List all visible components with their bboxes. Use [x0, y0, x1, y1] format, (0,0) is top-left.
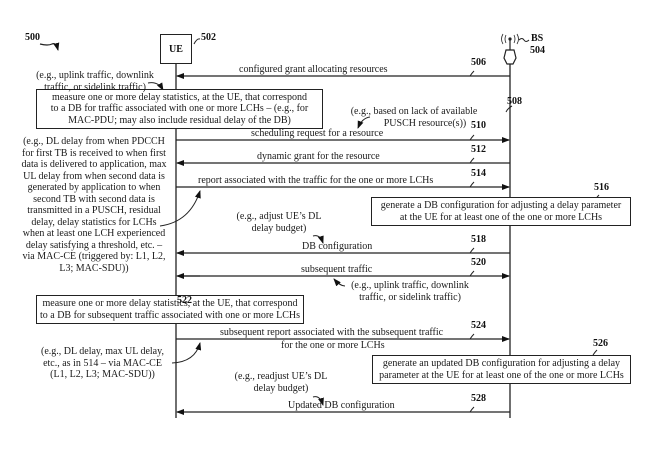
annotation-line: (e.g., uplink traffic, downlink: [36, 70, 154, 81]
process-box-516-line2: at the UE for at least one of the one or…: [399, 211, 603, 223]
message-ref-512: 512: [471, 144, 486, 155]
annotation-line: (e.g., based on lack of available: [350, 106, 478, 117]
figure-number: 500: [25, 32, 40, 43]
annotation-traffic-top: (e.g., uplink traffic, downlink traffic,…: [30, 70, 160, 93]
process-ref-526: 526: [593, 338, 608, 349]
process-box-516: generate a DB configuration for adjustin…: [371, 197, 631, 226]
annotation-line: delay, delay statistics for LCHs: [31, 216, 157, 228]
annotation-line: UL delay from when second data is: [23, 170, 165, 182]
annotation-report-detail: (e.g., DL delay from when PDCCH for firs…: [14, 136, 174, 274]
process-box-526: generate an updated DB configuration for…: [372, 355, 631, 384]
process-box-522-line1: measure one or more delay statistics, at…: [42, 298, 298, 309]
message-ref-528: 528: [471, 393, 486, 404]
ue-ref: 502: [201, 32, 216, 43]
process-box-516-line1: generate a DB configuration for adjustin…: [380, 200, 622, 211]
message-label-510: scheduling request for a resource: [251, 128, 384, 139]
message-ref-524: 524: [471, 320, 486, 331]
process-box-508-line1: measure one or more delay statistics, at…: [52, 91, 307, 103]
annotation-line: via MAC-CE (triggered by: L1, L2,: [22, 251, 166, 262]
annotation-line: transmitted in a PUSCH, residual: [27, 205, 161, 216]
process-box-508-line2: to a DB for traffic associated with one …: [50, 103, 309, 115]
process-box-522: measure one or more delay statistics, at…: [36, 295, 304, 324]
annotation-line: (e.g., DL delay from when PDCCH: [23, 136, 165, 147]
process-ref-516: 516: [594, 182, 609, 193]
annotation-adjust-db: (e.g., adjust UE’s DL delay budget): [224, 211, 334, 234]
message-ref-510: 510: [471, 120, 486, 131]
process-box-526-line2: parameter at the UE for at least one of …: [379, 369, 624, 381]
message-label-524-line1: subsequent report associated with the su…: [220, 327, 444, 338]
message-label-520: subsequent traffic: [301, 264, 373, 275]
message-ref-514: 514: [471, 168, 486, 179]
ue-label: UE: [169, 43, 183, 55]
bs-label: BS: [531, 33, 544, 44]
process-box-508-line3: MAC-PDU; may also include residual delay…: [68, 114, 291, 126]
message-label-524-line2: for the one or more LCHs: [281, 340, 385, 351]
annotation-line: when at least one LCH experienced: [22, 228, 166, 239]
annotation-line: for first TB is received to when first: [22, 147, 166, 159]
message-label-514: report associated with the traffic for t…: [198, 175, 434, 186]
annotation-line: generated by application to when: [27, 182, 161, 193]
annotation-line: data is delivered to application, max: [21, 159, 167, 170]
process-box-508: measure one or more delay statistics, at…: [36, 89, 323, 129]
annotation-line: (e.g., DL delay, max UL delay,: [41, 346, 164, 357]
annotation-line: traffic, or sidelink traffic): [44, 81, 146, 93]
annotation-line: delay budget): [251, 222, 307, 234]
annotation-line: (e.g., adjust UE’s DL: [236, 211, 322, 222]
message-ref-506: 506: [471, 57, 486, 68]
annotation-subsequent-report-detail: (e.g., DL delay, max UL delay, etc., as …: [30, 346, 175, 381]
antenna-icon: [501, 33, 530, 65]
annotation-line: (L1, L2, L3; MAC-SDU)): [50, 369, 155, 380]
annotation-line: PUSCH resource(s)): [383, 117, 467, 129]
annotation-line: delay budget): [253, 382, 309, 394]
annotation-pusch: (e.g., based on lack of available PUSCH …: [344, 106, 484, 129]
message-ref-518: 518: [471, 234, 486, 245]
annotation-line: etc., as in 514 – via MAC-CE: [43, 357, 162, 369]
message-label-512: dynamic grant for the resource: [257, 151, 380, 162]
message-label-506: configured grant allocating resources: [239, 64, 388, 75]
figure-pointer-arrow: [39, 42, 60, 51]
process-ref-508: 508: [507, 96, 522, 107]
message-label-528: Updated DB configuration: [288, 400, 395, 411]
annotation-line: (e.g., uplink traffic, downlink: [351, 280, 469, 291]
process-ref-522: 522: [177, 295, 192, 306]
process-box-522-line2: to a DB for subsequent traffic associate…: [39, 309, 301, 321]
annotation-line: traffic, or sidelink traffic): [359, 291, 461, 303]
annotation-line: (e.g., readjust UE’s DL: [234, 371, 328, 382]
annotation-line: L3; MAC-SDU)): [59, 262, 129, 274]
message-ref-520: 520: [471, 257, 486, 268]
annotation-readjust-db: (e.g., readjust UE’s DL delay budget): [226, 371, 336, 394]
ue-entity: UE: [160, 34, 192, 64]
annotation-line: delay satisfying a threshold, etc. –: [25, 239, 163, 251]
bs-ref: 504: [530, 45, 545, 56]
process-box-526-line1: generate an updated DB configuration for…: [382, 358, 621, 369]
message-label-518: DB configuration: [302, 241, 373, 252]
annotation-traffic-sub: (e.g., uplink traffic, downlink traffic,…: [340, 280, 480, 303]
annotation-line: second TB with second data is: [33, 193, 155, 205]
